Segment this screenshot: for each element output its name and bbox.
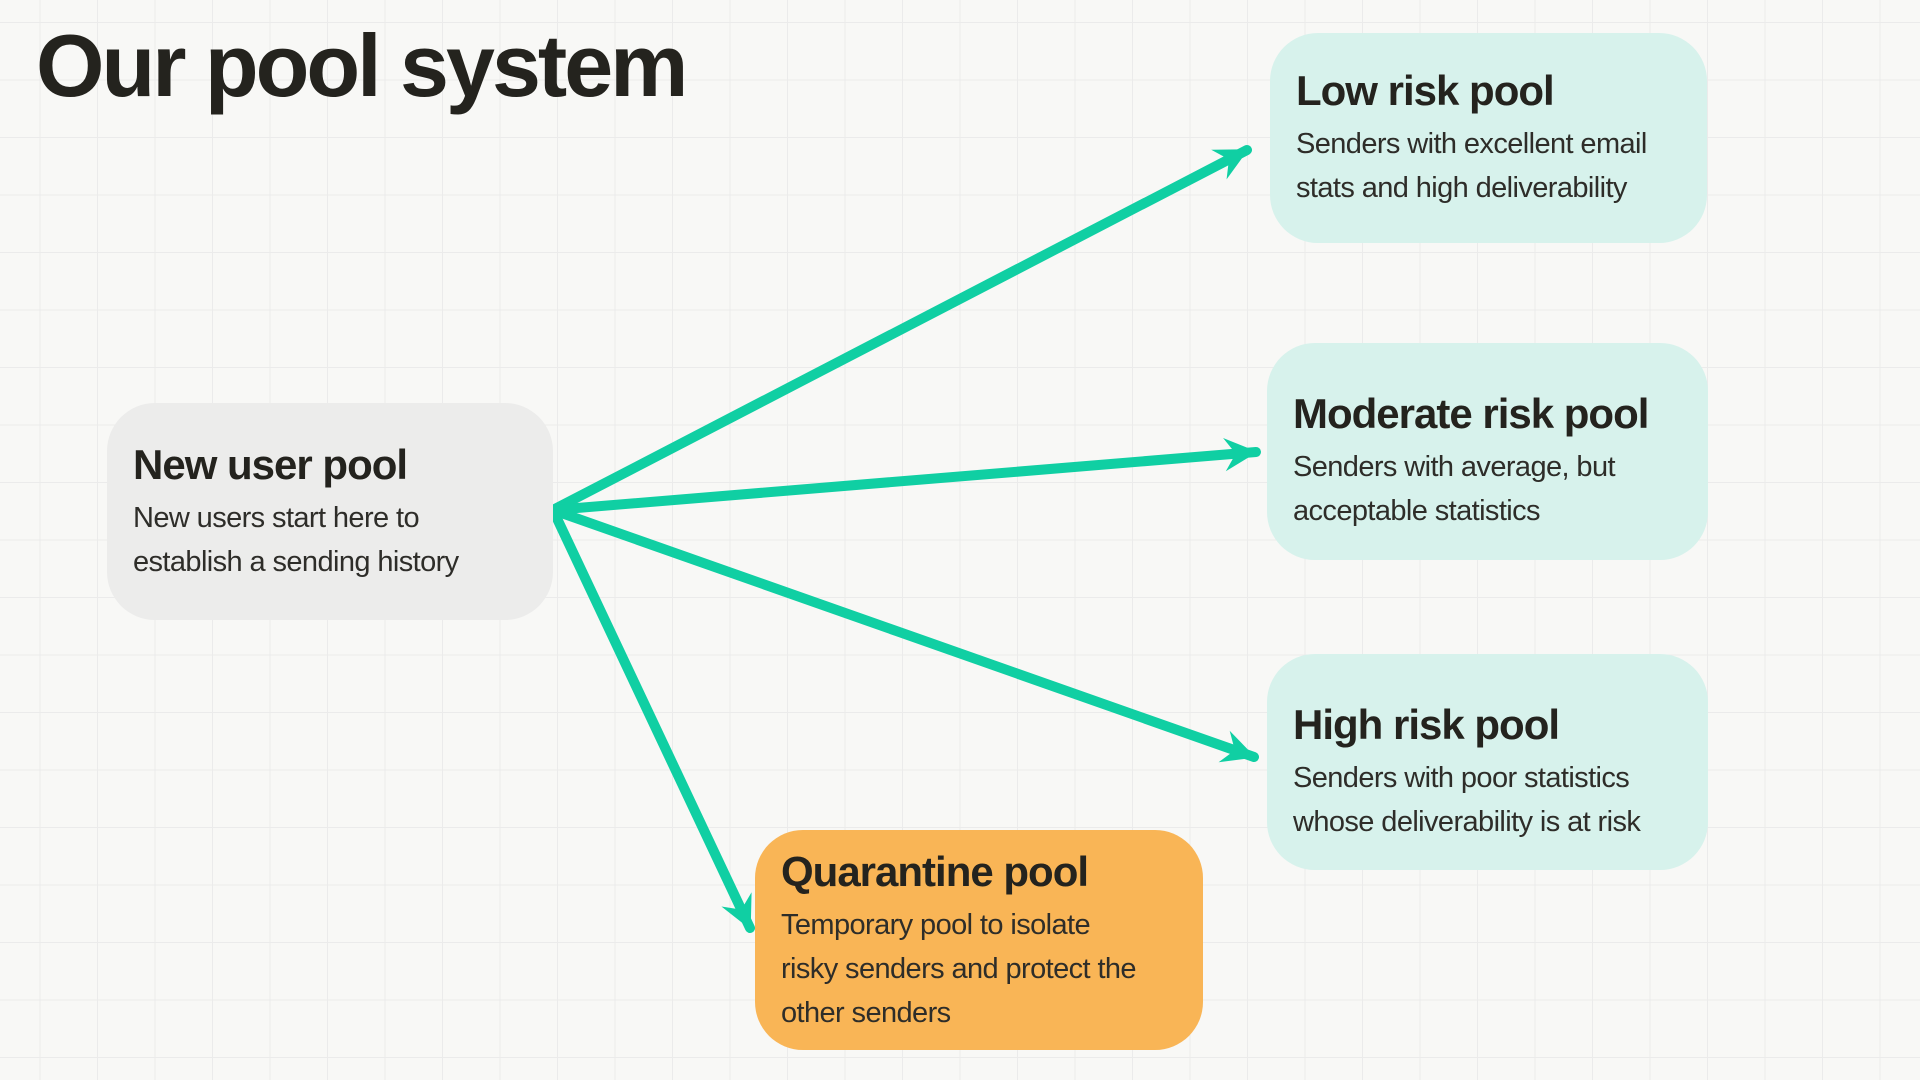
node-low-risk-pool: Low risk pool Senders with excellent ema…: [1270, 33, 1707, 243]
node-new-user-pool-body: New users start here to establish a send…: [133, 502, 459, 578]
node-high-risk-pool-body: Senders with poor statistics whose deliv…: [1293, 762, 1641, 838]
node-moderate-risk-pool-heading: Moderate risk pool: [1293, 390, 1649, 437]
node-low-risk-pool-body: Senders with excellent email stats and h…: [1296, 128, 1647, 204]
node-high-risk-pool-heading: High risk pool: [1293, 701, 1560, 748]
node-moderate-risk-pool-body: Senders with average, but acceptable sta…: [1293, 451, 1616, 527]
arrow-new-user-to-moderate-risk: [548, 437, 1261, 515]
node-low-risk-pool-heading: Low risk pool: [1296, 67, 1555, 114]
node-quarantine-pool: Quarantine pool Temporary pool to isolat…: [755, 830, 1203, 1050]
node-new-user-pool-heading: New user pool: [133, 441, 408, 488]
node-quarantine-pool-body: Temporary pool to isolate risky senders …: [781, 909, 1137, 1029]
arrow-new-user-to-quarantine: [548, 505, 755, 933]
node-new-user-pool: New user pool New users start here to es…: [107, 403, 553, 620]
arrow-new-user-to-high-risk: [548, 505, 1259, 763]
node-quarantine-pool-heading: Quarantine pool: [781, 848, 1089, 895]
arrow-new-user-to-low-risk: [548, 145, 1252, 515]
node-moderate-risk-pool: Moderate risk pool Senders with average,…: [1267, 343, 1708, 560]
page-title: Our pool system: [36, 16, 688, 115]
node-high-risk-pool: High risk pool Senders with poor statist…: [1267, 654, 1708, 870]
